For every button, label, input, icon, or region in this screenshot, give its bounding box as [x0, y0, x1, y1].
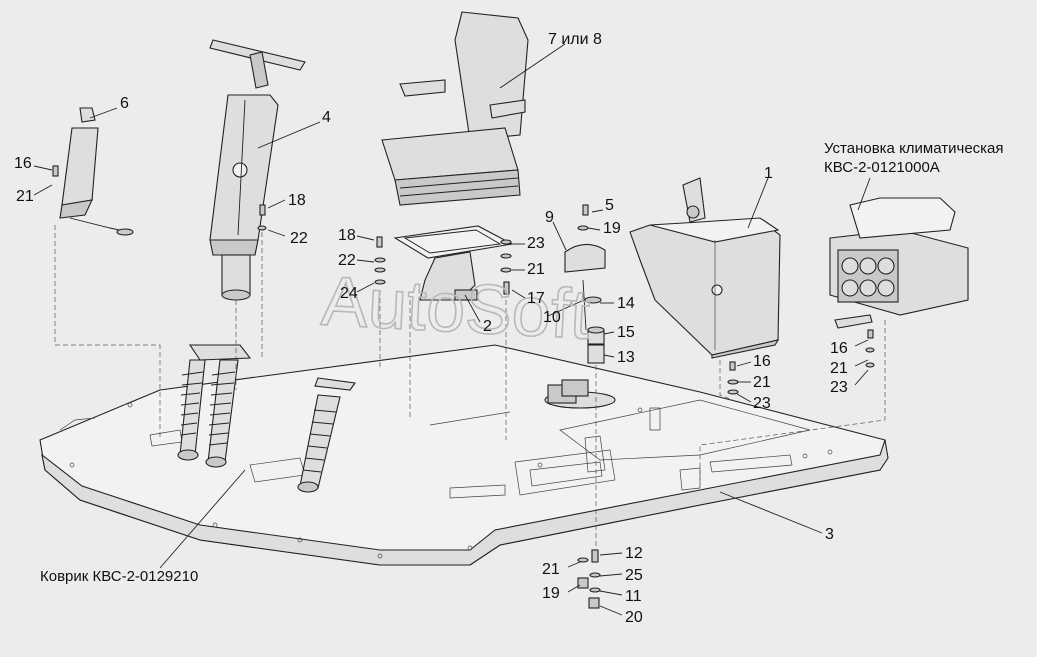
dome-cover [564, 243, 606, 331]
label-6: 6 [120, 95, 129, 112]
label-9: 9 [545, 209, 554, 226]
label-17: 17 [527, 290, 545, 307]
lever-assembly [59, 107, 134, 236]
label-23-console: 23 [753, 395, 771, 412]
label-19-bottom: 19 [542, 585, 560, 602]
label-1: 1 [764, 165, 773, 182]
label-21-seat: 21 [527, 261, 545, 278]
label-21-bottom: 21 [542, 561, 560, 578]
part-labels: 6 4 7 или 8 1 16 21 18 22 18 22 24 23 21… [14, 31, 848, 626]
label-14: 14 [617, 295, 635, 312]
label-21-left: 21 [16, 188, 34, 205]
label-16-console: 16 [753, 353, 771, 370]
climate-unit [829, 197, 969, 329]
label-25: 25 [625, 567, 643, 584]
label-2: 2 [483, 318, 492, 335]
label-21-console: 21 [753, 374, 771, 391]
climate-unit-title: Установка климатическая [824, 140, 1004, 157]
watermark: AutoSoft [319, 262, 591, 354]
label-16-climate: 16 [830, 340, 848, 357]
label-13: 13 [617, 349, 635, 366]
label-10: 10 [543, 309, 561, 326]
mount-pads [584, 296, 605, 364]
label-7-or-8: 7 или 8 [548, 31, 602, 48]
label-16-left: 16 [14, 155, 32, 172]
label-23-climate: 23 [830, 379, 848, 396]
label-18-column: 18 [288, 192, 306, 209]
seat-support [393, 225, 514, 301]
label-5: 5 [605, 197, 614, 214]
label-3: 3 [825, 526, 834, 543]
label-11: 11 [625, 588, 642, 605]
label-19-dome: 19 [603, 220, 621, 237]
mat-note: Коврик КВС-2-0129210 [40, 568, 198, 585]
label-12: 12 [625, 545, 643, 562]
climate-unit-code: КВС-2-0121000А [824, 159, 940, 176]
label-22-seat: 22 [338, 252, 356, 269]
leader-lines [33, 43, 871, 616]
label-15: 15 [617, 324, 635, 341]
label-21-climate: 21 [830, 360, 848, 377]
alignment-lines [54, 225, 886, 550]
label-20: 20 [625, 609, 643, 626]
label-24: 24 [340, 285, 358, 302]
steering-column [209, 39, 306, 301]
label-22-column: 22 [290, 230, 308, 247]
label-18-seat: 18 [338, 227, 356, 244]
label-4: 4 [322, 109, 331, 126]
pedal-assembly-right [297, 377, 356, 493]
control-console [629, 177, 781, 359]
label-23-seat: 23 [527, 235, 545, 252]
floor-vent [544, 379, 616, 409]
seat [381, 11, 529, 206]
pedal-assembly-left [177, 344, 252, 468]
